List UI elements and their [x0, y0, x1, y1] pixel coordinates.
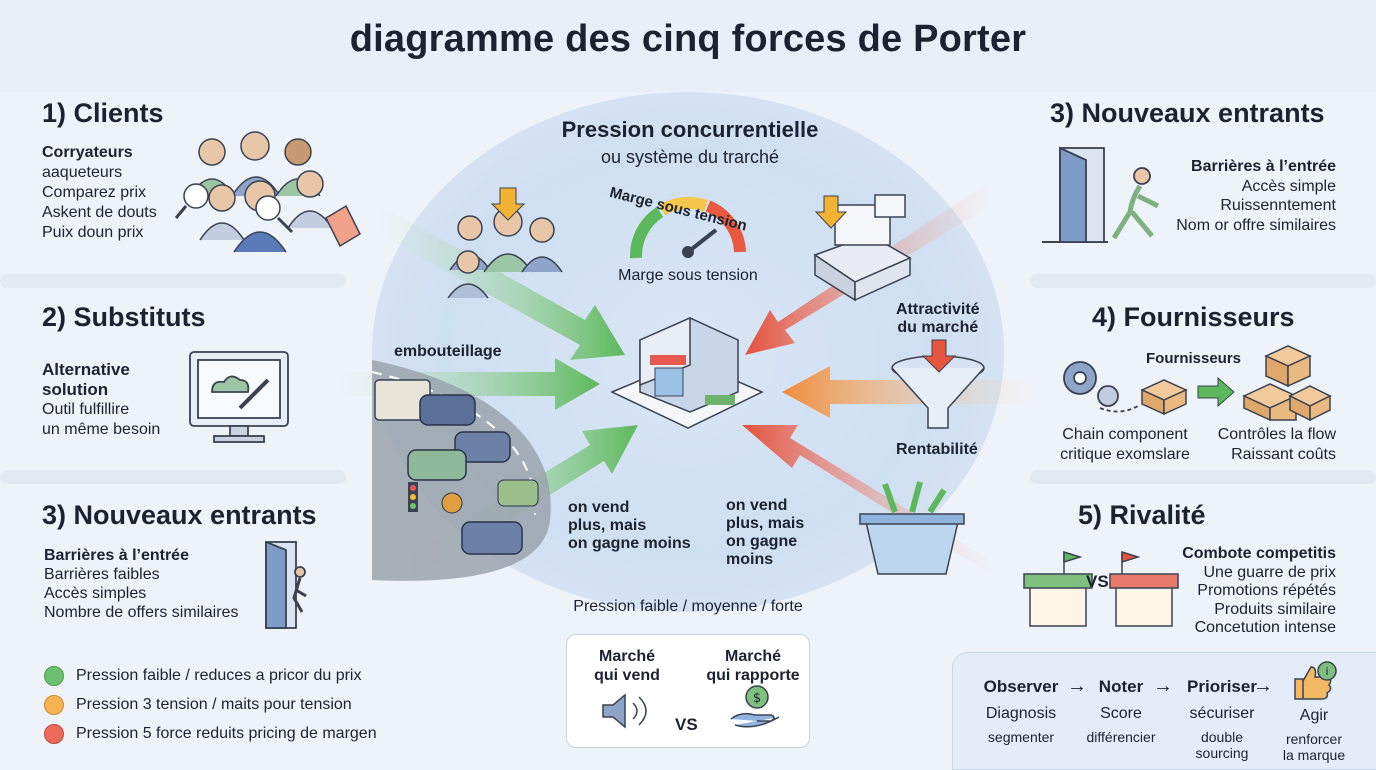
arrow-attractivite: [782, 366, 1040, 418]
divider: [0, 470, 346, 484]
basket-icon: [859, 481, 965, 575]
svg-text:i: i: [1325, 665, 1328, 678]
fournisseurs-right-text: Contrôles la flow Raissant coûts: [1217, 426, 1336, 463]
center-subtitle: ou système du trarché: [600, 147, 780, 167]
flow-step-noter: Noter Score différencier: [1086, 677, 1156, 745]
speaker-icon: [602, 693, 647, 729]
flow-step-observer: Observer Diagnosis segmenter: [983, 677, 1059, 745]
arrow-clients: [372, 205, 625, 360]
door-icon-right: [1042, 146, 1160, 243]
crowd-icon: [447, 207, 563, 299]
legend: Pression faible / reduces a pricor du pr…: [44, 666, 377, 744]
right-arrow-icon: [1197, 376, 1235, 408]
action-flow-box: Observer Diagnosis segmenter → Noter Sco…: [952, 652, 1376, 770]
legend-dot-red: [44, 724, 64, 744]
gauge-label: Marge sous tension: [618, 267, 758, 284]
divider: [1030, 274, 1376, 288]
legend-dot-orange: [44, 695, 64, 715]
note-left: on vend plus, mais on gagne moins: [568, 499, 691, 552]
entrants-right-text: Barrières à l’entrée Accès simple Ruisse…: [1176, 158, 1336, 234]
thumbs-up-icon: i: [1294, 661, 1337, 700]
substituts-heading: 2) Substituts: [42, 302, 206, 332]
flow-arrow: →: [1153, 675, 1173, 697]
legend-item: Pression faible / reduces a pricor du pr…: [44, 666, 377, 686]
market-vs-box: Marché qui vend Marché qui rapporte VS $: [566, 634, 810, 748]
legend-item: Pression 5 force reduits pricing de marg…: [44, 724, 377, 744]
rivalite-heading: 5) Rivalité: [1078, 500, 1206, 530]
page-title: diagramme des cinq forces de Porter: [349, 18, 1027, 60]
fournisseurs-label: Fournisseurs: [1146, 350, 1242, 367]
clients-heading: 1) Clients: [42, 98, 164, 128]
boxes-icon-small: [1140, 379, 1188, 416]
embouteillage-label: embouteillage: [394, 343, 502, 360]
flow-step-agir: Agir renforcer la marque: [1282, 707, 1346, 763]
rivalite-text: Combote competitis Une guarre de prix Pr…: [1182, 545, 1336, 636]
pressure-scale: Pression faible / moyenne / forte: [573, 598, 803, 615]
money-hand-icon: $: [730, 685, 780, 728]
clients-illustration: [174, 131, 361, 253]
door-icon-left: [265, 540, 307, 629]
arrow-rivalite: [742, 425, 1000, 580]
monitor-icon: [189, 351, 289, 443]
fournisseurs-left-text: Chain component critique exomslare: [1060, 426, 1190, 463]
fournisseurs-heading: 4) Fournisseurs: [1092, 302, 1295, 332]
boxes-icon-large: [1242, 345, 1332, 422]
car-icon: [419, 394, 476, 426]
entrants-left-text: Barrières à l’entrée Barrières faibles A…: [44, 547, 239, 621]
rivalite-vs: VS: [1086, 572, 1109, 591]
center-title: Pression concurrentielle: [561, 117, 819, 142]
arrow-substituts: [330, 358, 600, 410]
market-sells-label: Marché qui vend: [594, 648, 660, 684]
flow-arrow: →: [1253, 675, 1273, 697]
note-right: on vend plus, mais on gagne moins: [726, 497, 805, 568]
shop-icon: [610, 316, 764, 429]
svg-text:$: $: [753, 691, 761, 706]
market-profits-label: Marché qui rapporte: [706, 648, 800, 684]
vs-label: VS: [675, 715, 698, 734]
clients-text: Corryateurs aaqueteurs Comparez prix Ask…: [42, 144, 157, 241]
title-band: [0, 0, 1376, 92]
divider: [0, 274, 346, 288]
gauge-icon: [629, 196, 746, 259]
legend-item: Pression 3 tension / maits pour tension: [44, 695, 377, 715]
entrants-left-heading: 3) Nouveaux entrants: [42, 500, 317, 530]
center-title-block: Pression concurrentielle ou système du t…: [530, 117, 850, 168]
flow-step-prioriser: Prioriser sécuriser double sourcing: [1187, 677, 1257, 761]
shops-vs-icon: [1023, 550, 1179, 627]
entrants-right-heading: 3) Nouveaux entrants: [1050, 98, 1325, 128]
flow-arrow: →: [1067, 675, 1087, 697]
rentabilite-label: Rentabilité: [896, 441, 978, 458]
attractivite-label: Attractivité du marché: [896, 301, 980, 336]
cash-register-icon: [813, 194, 912, 302]
down-arrow-icon: [490, 187, 526, 221]
legend-dot-green: [44, 666, 64, 686]
divider: [1030, 470, 1376, 484]
gears-icon: [1063, 361, 1139, 413]
substituts-text: Alternative solution Outil fulfillire un…: [42, 360, 161, 438]
